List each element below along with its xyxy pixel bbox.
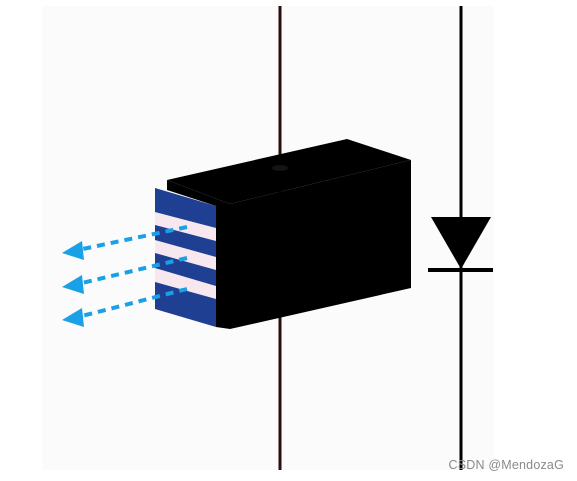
- emission-arrow-icon: [77, 225, 188, 252]
- chip-contact-point: [272, 165, 288, 171]
- diode-triangle: [431, 217, 491, 269]
- emitter-stripe-2: [155, 240, 216, 270]
- emission-arrow-icon: [77, 287, 188, 319]
- watermark-text: CSDN @MendozaG: [448, 458, 564, 472]
- emitter-stripe-3: [155, 268, 216, 299]
- chip-top-face: [167, 139, 411, 204]
- arrow-head-icon: [62, 275, 84, 294]
- arrow-head-icon: [62, 241, 84, 260]
- chip-side-face: [230, 160, 411, 329]
- arrow-head-icon: [62, 308, 84, 327]
- emission-arrow-icon: [77, 256, 188, 286]
- emission-arrows: [62, 225, 188, 327]
- chip-front-edge: [167, 180, 230, 329]
- laser-diode-chip-icon: [155, 139, 411, 329]
- diode-symbol-icon: [428, 6, 493, 470]
